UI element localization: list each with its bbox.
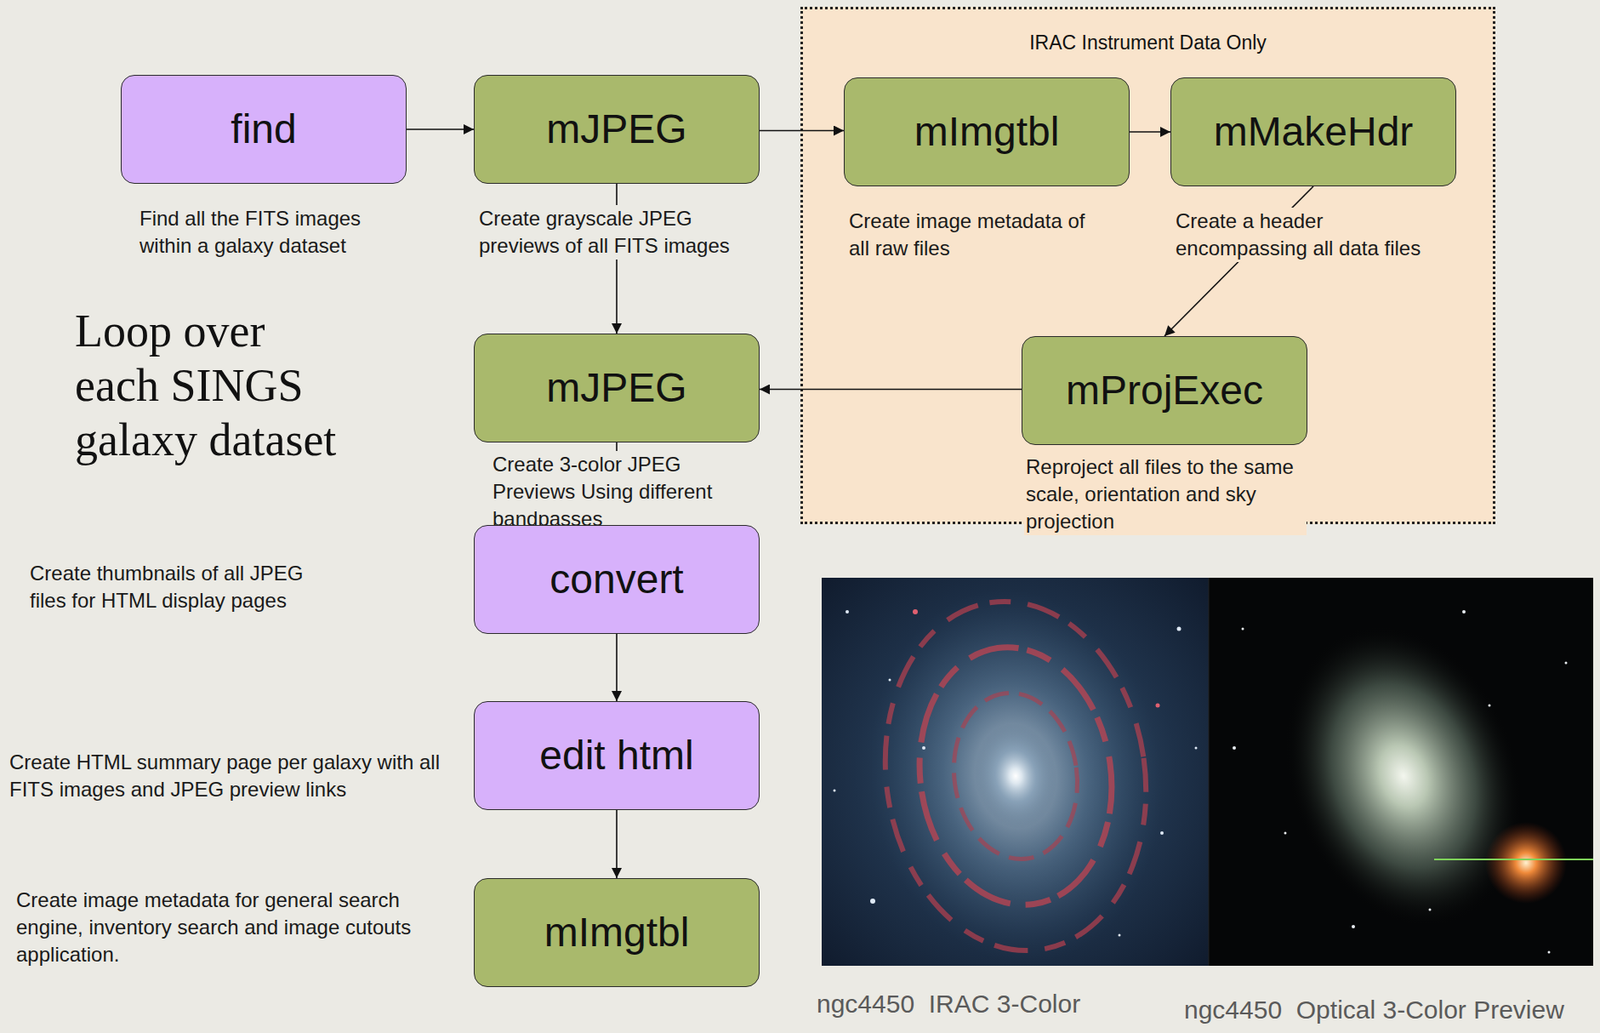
process-box: findFind all the FITS images within a ga… [120, 74, 407, 184]
step-description: Create image metadata of all raw files [847, 207, 1098, 262]
step-description: Create a header encompassing all data fi… [1173, 207, 1456, 262]
process-box: mImgtblCreate image metadata for general… [473, 877, 760, 987]
flow-arrow [615, 183, 618, 334]
step-description: Create HTML summary page per galaxy with… [7, 748, 462, 803]
instrument-region: IRAC Instrument Data OnlymImgtblCreate i… [800, 6, 1496, 524]
step-name: find [230, 105, 297, 154]
flow-arrow [759, 388, 1022, 391]
flow-arrow [615, 442, 618, 525]
loop-note: Loop over each SINGS galaxy dataset [74, 303, 348, 467]
process-box: mImgtblCreate image metadata of all raw … [843, 77, 1130, 187]
figure-caption: ngc4450 Optical 3-Color Preview [1184, 995, 1565, 1025]
flow-arrow [1129, 130, 1171, 133]
step-description: Create image metadata for general search… [14, 886, 450, 968]
process-box: mJPEGCreate grayscale JPEG previews of a… [473, 74, 760, 184]
step-description: Create 3-color JPEG Previews Using diffe… [490, 450, 759, 533]
step-description: Create grayscale JPEG previews of all FI… [477, 204, 759, 260]
process-box: convertCreate thumbnails of all JPEG fil… [473, 524, 760, 634]
process-box: edit htmlCreate HTML summary page per ga… [473, 700, 760, 810]
flow-arrow [759, 130, 844, 132]
flow-arrow [615, 633, 618, 701]
step-description: Reproject all files to the same scale, o… [1024, 453, 1307, 536]
step-description: Create thumbnails of all JPEG files for … [28, 559, 347, 615]
step-name: mImgtbl [544, 908, 690, 957]
step-name: mMakeHdr [1213, 108, 1414, 156]
process-box: mProjExecReproject all files to the same… [1021, 335, 1308, 445]
step-name: mImgtbl [914, 108, 1060, 156]
figure-caption: ngc4450 IRAC 3-Color [816, 989, 1081, 1019]
process-box: mMakeHdrCreate a header encompassing all… [1170, 77, 1457, 187]
step-name: edit html [539, 731, 694, 780]
step-description: Find all the FITS images within a galaxy… [137, 204, 397, 260]
step-name: mProjExec [1065, 366, 1264, 415]
flow-arrow [1164, 186, 1314, 336]
galaxy-images [821, 577, 1594, 966]
step-name: mJPEG [546, 364, 687, 412]
step-name: convert [549, 555, 684, 604]
flow-arrow [406, 128, 474, 131]
flow-arrow [615, 809, 618, 878]
region-title: IRAC Instrument Data Only [802, 30, 1493, 55]
process-box: mJPEGCreate 3-color JPEG Previews Using … [473, 333, 760, 443]
step-name: mJPEG [546, 105, 687, 154]
